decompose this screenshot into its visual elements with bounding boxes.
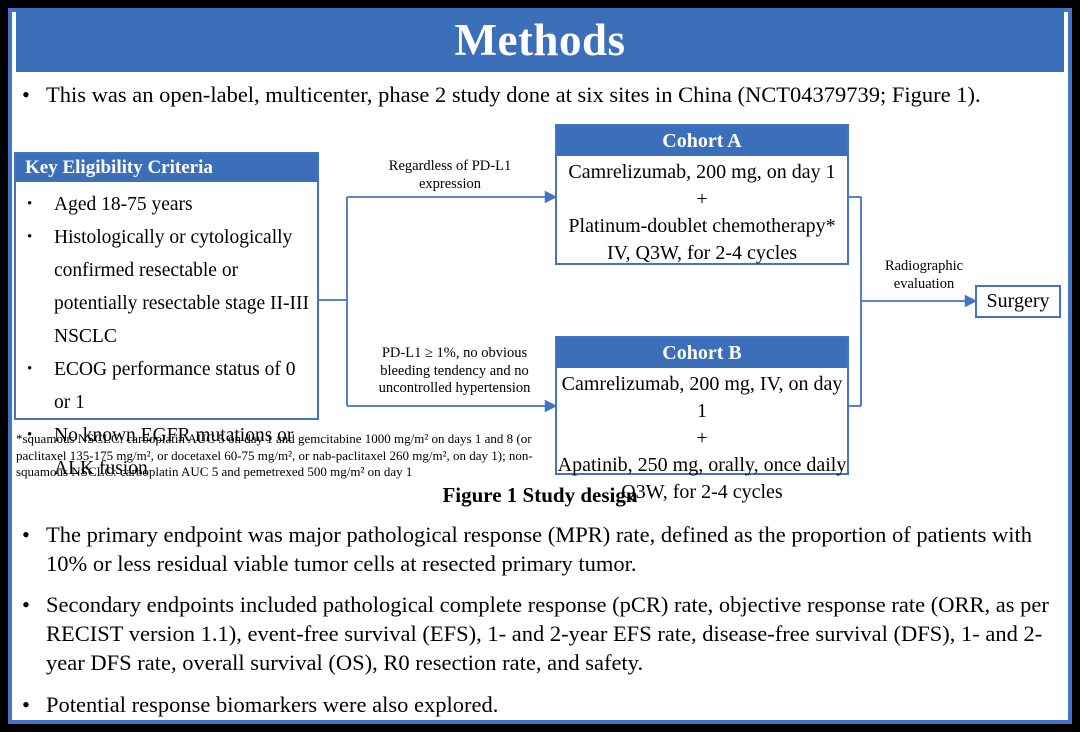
bullet-marker: • bbox=[22, 82, 30, 107]
cohort-b-line: Camrelizumab, 200 mg, IV, on day 1 bbox=[561, 373, 843, 422]
surgery-box: Surgery bbox=[975, 285, 1061, 318]
cohort-a-body: Camrelizumab, 200 mg, on day 1 + Platinu… bbox=[557, 156, 847, 267]
eligibility-header: Key Eligibility Criteria bbox=[16, 154, 317, 182]
secondary-endpoints-bullet: • Secondary endpoints included pathologi… bbox=[22, 590, 1060, 677]
list-item: • Aged 18-75 years bbox=[22, 188, 313, 221]
eligibility-list: • Aged 18-75 years • Histologically or c… bbox=[16, 182, 317, 485]
list-item: • ECOG performance status of 0 or 1 bbox=[22, 353, 313, 419]
chemotherapy-footnote: *squamous NSCLC: carboplatin AUC 5 on da… bbox=[16, 431, 533, 479]
cohort-b-line: Q3W, for 2-4 cycles bbox=[621, 481, 783, 503]
eligibility-item-text: Aged 18-75 years bbox=[54, 194, 193, 215]
eligibility-item-text: ECOG performance status of 0 or 1 bbox=[54, 359, 296, 413]
bullet-marker: • bbox=[27, 229, 33, 245]
bullet-marker: • bbox=[27, 427, 33, 443]
radiographic-evaluation-label: Radiographic evaluation bbox=[884, 258, 964, 292]
page-title: Methods bbox=[454, 15, 626, 65]
figure-caption: Figure 1 Study design bbox=[442, 483, 638, 507]
list-item: • No known EGFR mutations or ALK fusion bbox=[22, 419, 313, 485]
cohort-a-line: Camrelizumab, 200 mg, on day 1 bbox=[568, 161, 836, 183]
bullet-marker: • bbox=[22, 592, 30, 617]
cohort-b-header: Cohort B bbox=[557, 338, 847, 368]
study-overview-text: This was an open-label, multicenter, pha… bbox=[46, 82, 981, 107]
title-banner: Methods bbox=[16, 8, 1064, 72]
methods-slide: Methods • This was an open-label, multic… bbox=[8, 8, 1072, 724]
bullet-marker: • bbox=[27, 196, 33, 212]
eligibility-item-text: Histologically or cytologically confirme… bbox=[54, 227, 309, 347]
secondary-endpoints-text: Secondary endpoints included pathologica… bbox=[46, 592, 1049, 675]
cohort-b-body: Camrelizumab, 200 mg, IV, on day 1 + Apa… bbox=[557, 368, 847, 506]
eligibility-item-text: No known EGFR mutations or ALK fusion bbox=[54, 425, 294, 479]
cohort-a-line: Platinum-doublet chemotherapy* bbox=[568, 215, 836, 237]
primary-endpoint-bullet: • The primary endpoint was major patholo… bbox=[22, 520, 1060, 578]
cohort-a-box: Cohort A Camrelizumab, 200 mg, on day 1 … bbox=[555, 124, 849, 265]
bullet-marker: • bbox=[27, 361, 33, 377]
branch-a-condition-label: Regardless of PD-L1 expression bbox=[388, 158, 512, 192]
cohort-b-line: + bbox=[696, 427, 708, 449]
bullet-marker: • bbox=[22, 692, 30, 717]
primary-endpoint-text: The primary endpoint was major pathologi… bbox=[46, 522, 1033, 576]
biomarkers-text: Potential response biomarkers were also … bbox=[46, 692, 499, 717]
branch-b-condition-label: PD-L1 ≥ 1%, no obvious bleeding tendency… bbox=[378, 345, 531, 396]
cohort-b-box: Cohort B Camrelizumab, 200 mg, IV, on da… bbox=[555, 336, 849, 503]
list-item: • Histologically or cytologically confir… bbox=[22, 221, 313, 353]
study-overview-bullet: • This was an open-label, multicenter, p… bbox=[22, 80, 1062, 109]
surgery-label: Surgery bbox=[986, 290, 1050, 312]
cohort-a-line: IV, Q3W, for 2-4 cycles bbox=[607, 242, 797, 264]
cohort-b-line: Apatinib, 250 mg, orally, once daily bbox=[557, 454, 847, 476]
bullet-marker: • bbox=[22, 522, 30, 547]
biomarkers-bullet: • Potential response biomarkers were als… bbox=[22, 690, 1060, 719]
cohort-a-line: + bbox=[696, 188, 708, 210]
cohort-a-header: Cohort A bbox=[557, 126, 847, 156]
eligibility-box: Key Eligibility Criteria • Aged 18-75 ye… bbox=[14, 152, 319, 479]
